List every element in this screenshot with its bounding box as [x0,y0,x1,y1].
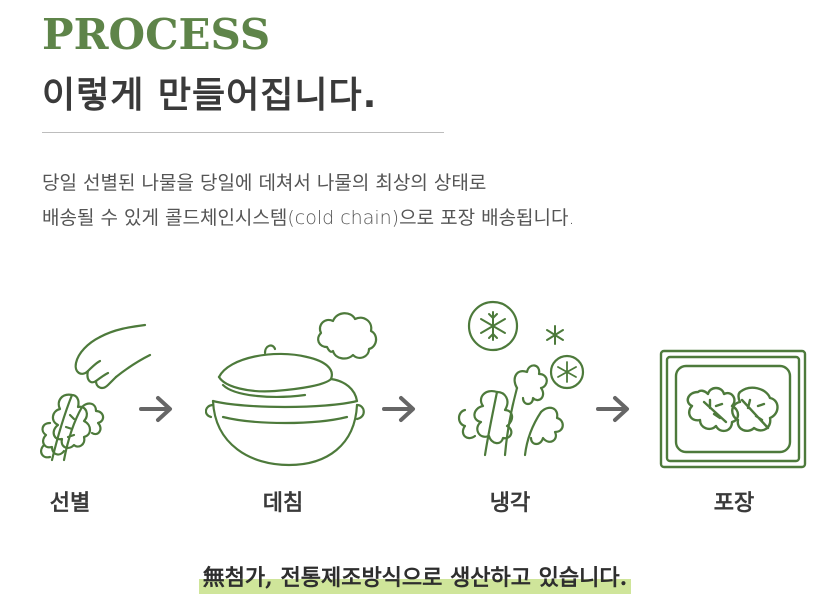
step-label-4: 포장 [713,491,755,516]
step-label-1: 선별 [49,491,91,516]
footer-banner: 無첨가, 전통제조방식으로 생산하고 있습니다. [0,560,830,594]
description-line-2: 배송될 수 있게 콜드체인시스템(cold chain)으로 포장 배송됩니다. [42,207,575,229]
page-subtitle: 이렇게 만들어집니다. [42,75,378,116]
packaging-tray-icon [659,349,807,469]
title-divider [42,132,444,133]
step-label-3: 냉각 [489,491,531,516]
arrow-right-icon [382,396,415,422]
process-title: PROCESS [42,10,271,59]
steaming-pot-icon [205,312,378,467]
herbs-with-snowflakes-icon [457,300,585,457]
process-description: 당일 선별된 나물을 당일에 데쳐서 나물의 최상의 상태로 배송될 수 있게 … [42,166,575,236]
arrow-right-icon [596,396,629,422]
description-line-1: 당일 선별된 나물을 당일에 데쳐서 나물의 최상의 상태로 [42,172,487,194]
footer-slogan-text: 無첨가, 전통제조방식으로 생산하고 있습니다. [202,565,628,591]
process-steps: 선별 데침 냉각 포장 [0,300,830,530]
arrow-right-icon [139,396,172,422]
footer-slogan: 無첨가, 전통제조방식으로 생산하고 있습니다. [198,560,632,594]
hand-picking-herbs-icon [40,323,152,462]
step-label-2: 데침 [262,491,304,516]
